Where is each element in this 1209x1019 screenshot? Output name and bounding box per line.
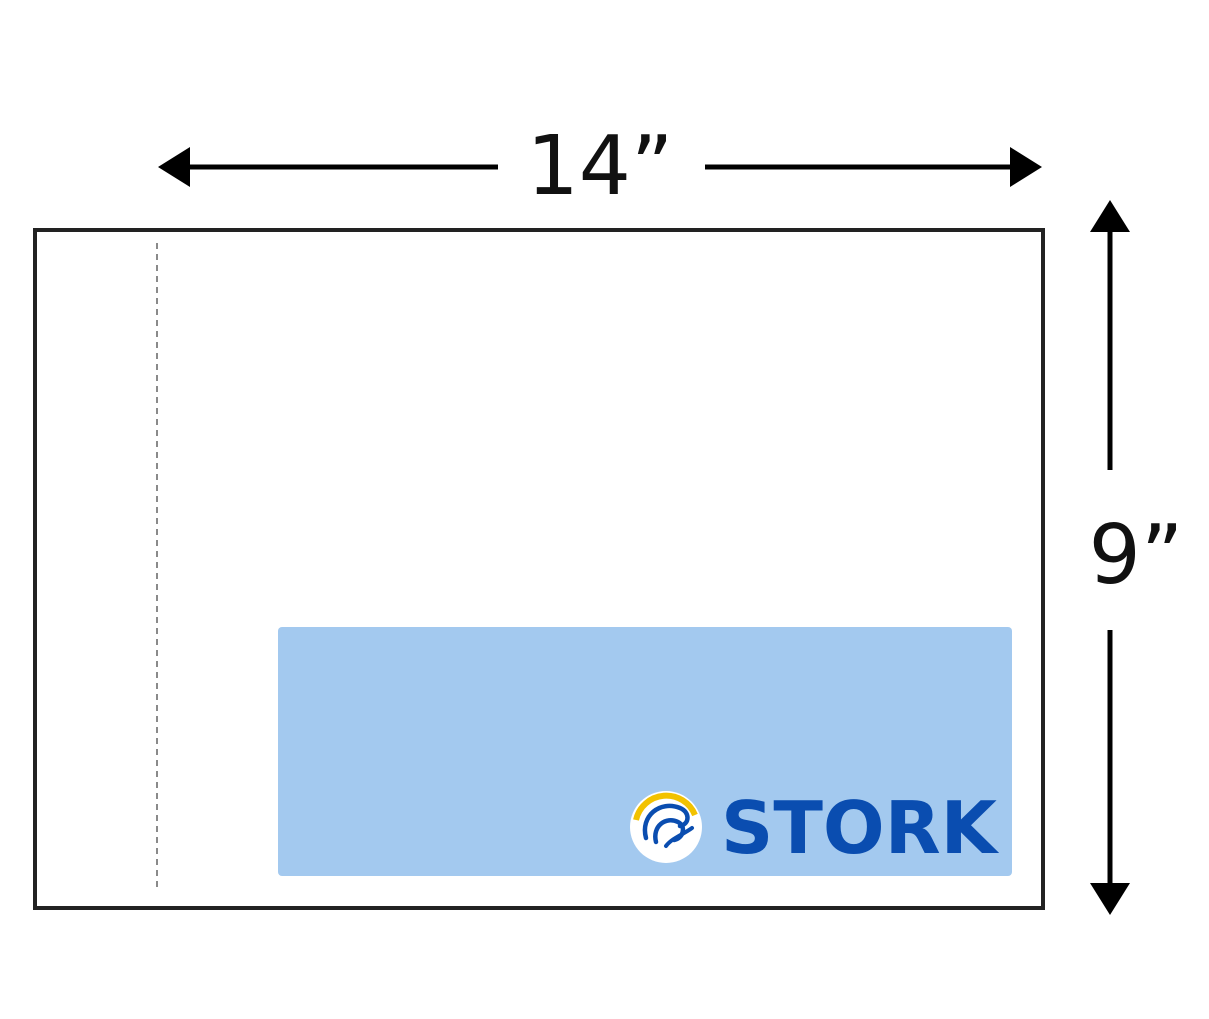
brand-name: STORK — [721, 786, 999, 870]
width-arrow-left-head — [158, 147, 190, 187]
stork-swirl-logo-icon — [630, 791, 702, 863]
height-label: 9” — [1089, 508, 1184, 603]
width-arrow-right-head — [1010, 147, 1042, 187]
width-label: 14” — [527, 119, 674, 214]
height-dimension: 9” — [1089, 200, 1184, 915]
height-arrow-top-head — [1090, 200, 1130, 232]
height-arrow-bottom-head — [1090, 883, 1130, 915]
width-dimension: 14” — [158, 119, 1042, 214]
envelope-window — [278, 627, 1012, 876]
stork-logo: STORK — [630, 786, 999, 870]
